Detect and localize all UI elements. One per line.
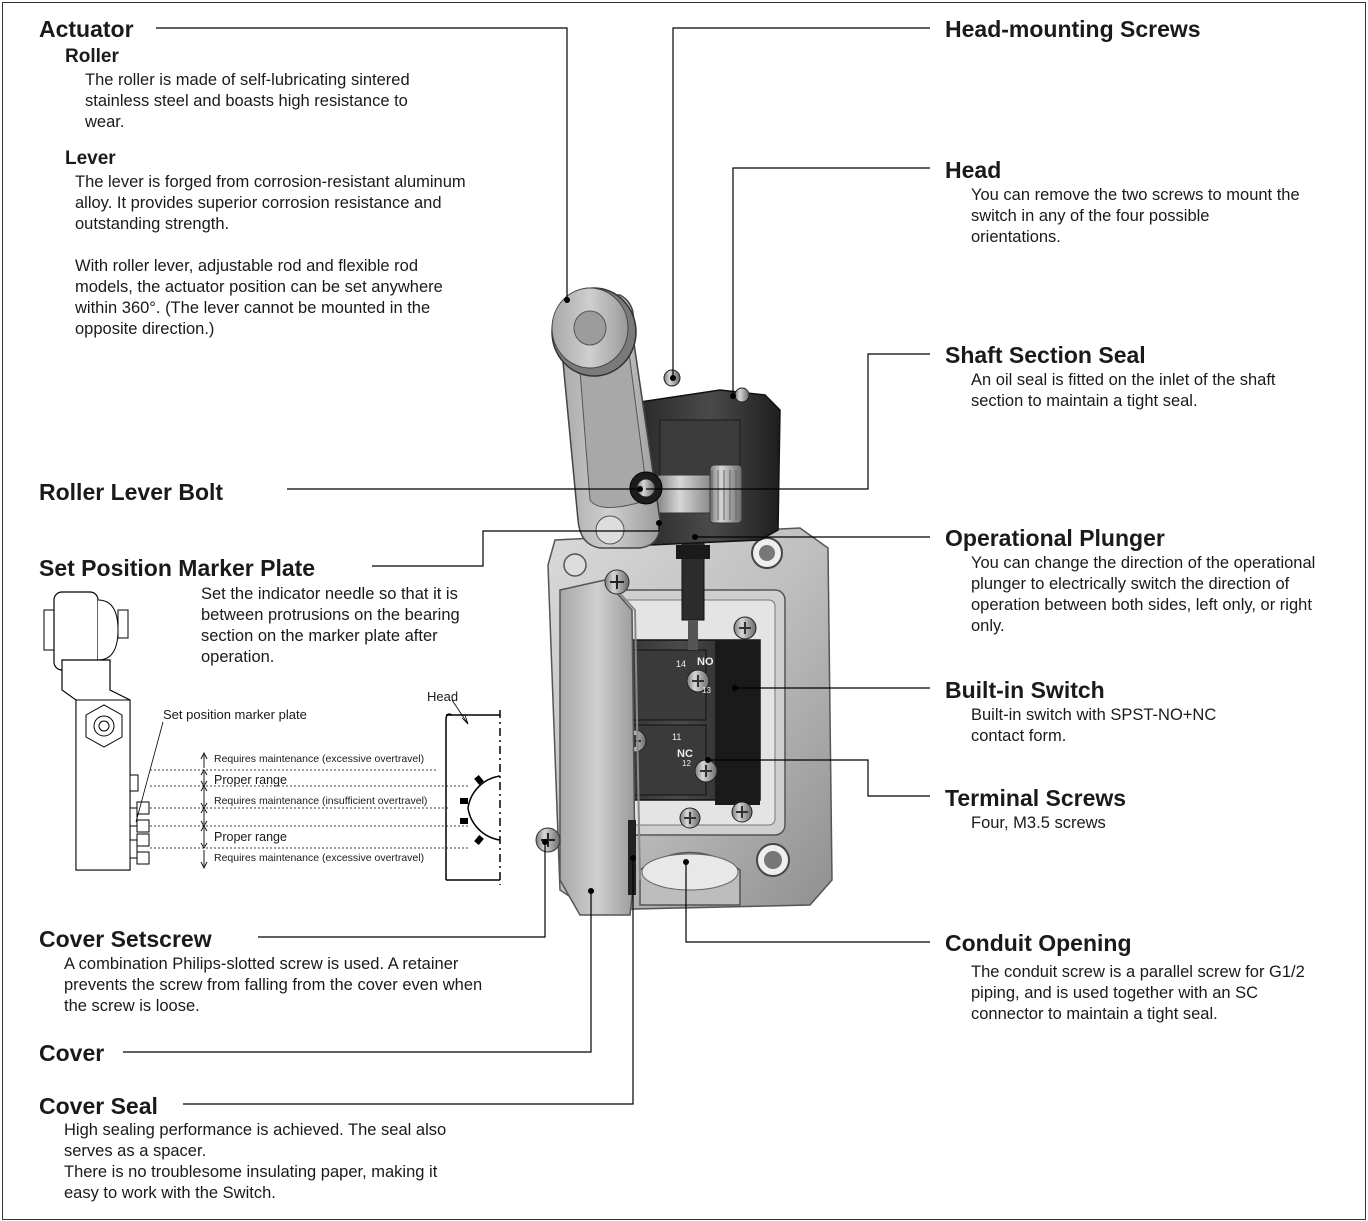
terminal-label-12: 12 — [682, 759, 691, 768]
built-in-switch-description: Built-in switch with SPST-NO+NC contact … — [971, 706, 1217, 745]
cover-title: Cover — [39, 1040, 105, 1066]
operational-plunger-part — [676, 529, 710, 650]
head-mounting-screws-title: Head-mounting Screws — [945, 16, 1201, 42]
shaft-section-seal-title: Shaft Section Seal — [945, 342, 1146, 368]
cover-leader — [123, 891, 592, 1053]
cover-seal-leader — [183, 858, 634, 1105]
cover-setscrew-leader — [258, 842, 546, 938]
actuator-leader — [156, 27, 568, 300]
set-position-marker-plate-title: Set Position Marker Plate — [39, 555, 316, 581]
marker-plate-inset — [43, 591, 501, 885]
roller-lever-bolt-icon — [629, 471, 663, 505]
lever-description-2: With roller lever, adjustable rod and fl… — [75, 257, 443, 338]
actuator-title: Actuator — [39, 16, 134, 42]
operational-plunger-description: You can change the direction of the oper… — [971, 554, 1316, 635]
set-position-marker-plate-description: Set the indicator needle so that it is b… — [201, 585, 460, 666]
lever-title: Lever — [65, 148, 116, 169]
no-label: NO — [697, 656, 714, 668]
terminal-screw-icon — [623, 616, 757, 829]
roller-part — [551, 287, 637, 377]
roller-title: Roller — [65, 46, 119, 67]
conduit-opening-title: Conduit Opening — [945, 930, 1132, 956]
shaft-section-seal-leader — [646, 353, 930, 490]
terminal-label-11: 11 — [672, 732, 681, 742]
head-description: You can remove the two screws to mount t… — [971, 186, 1300, 246]
lever-description-1: The lever is forged from corrosion-resis… — [75, 173, 466, 233]
set-position-marker-plate-leader — [372, 523, 660, 567]
terminal-screws-title: Terminal Screws — [945, 785, 1127, 811]
shaft-part — [654, 464, 743, 524]
inset-row-4: Proper range — [214, 830, 287, 844]
terminal-screws-description: Four, M3.5 screws — [971, 814, 1106, 832]
inset-row-2: Proper range — [214, 773, 287, 787]
nc-label: NC — [677, 748, 693, 760]
cover-seal-description-1: High sealing performance is achieved. Th… — [64, 1121, 447, 1160]
shaft-section-seal-description: An oil seal is fitted on the inlet of th… — [971, 371, 1276, 410]
head-mounting-screws-leader — [672, 27, 930, 378]
leader-lines — [123, 27, 930, 1105]
cover-seal-description-2: There is no troublesome insulating paper… — [64, 1163, 438, 1202]
operational-plunger-title: Operational Plunger — [945, 525, 1165, 551]
head-title: Head — [945, 157, 1002, 183]
inset-row-3: Requires maintenance (insufficient overt… — [214, 795, 428, 807]
conduit-opening-description: The conduit screw is a parallel screw fo… — [971, 963, 1305, 1023]
head-leader — [732, 167, 930, 396]
roller-description: The roller is made of self-lubricating s… — [85, 71, 410, 131]
inset-head-label: Head — [427, 689, 459, 704]
inset-row-5: Requires maintenance (excessive overtrav… — [214, 852, 425, 864]
inset-marker-plate-label: Set position marker plate — [163, 707, 307, 722]
cover-setscrew-description: A combination Philips-slotted screw is u… — [64, 955, 483, 1015]
built-in-switch-title: Built-in Switch — [945, 677, 1105, 703]
terminal-label-14: 14 — [676, 659, 686, 669]
cover-setscrew-title: Cover Setscrew — [39, 926, 212, 952]
roller-lever-bolt-title: Roller Lever Bolt — [39, 479, 224, 505]
terminal-screws-leader — [708, 759, 930, 797]
inset-row-1: Requires maintenance (excessive overtrav… — [214, 753, 425, 765]
terminal-label-13: 13 — [702, 686, 711, 695]
conduit-opening-part — [639, 851, 741, 906]
cover-seal-title: Cover Seal — [39, 1093, 158, 1119]
conduit-opening-leader — [685, 862, 930, 943]
leader-dots — [542, 297, 738, 894]
